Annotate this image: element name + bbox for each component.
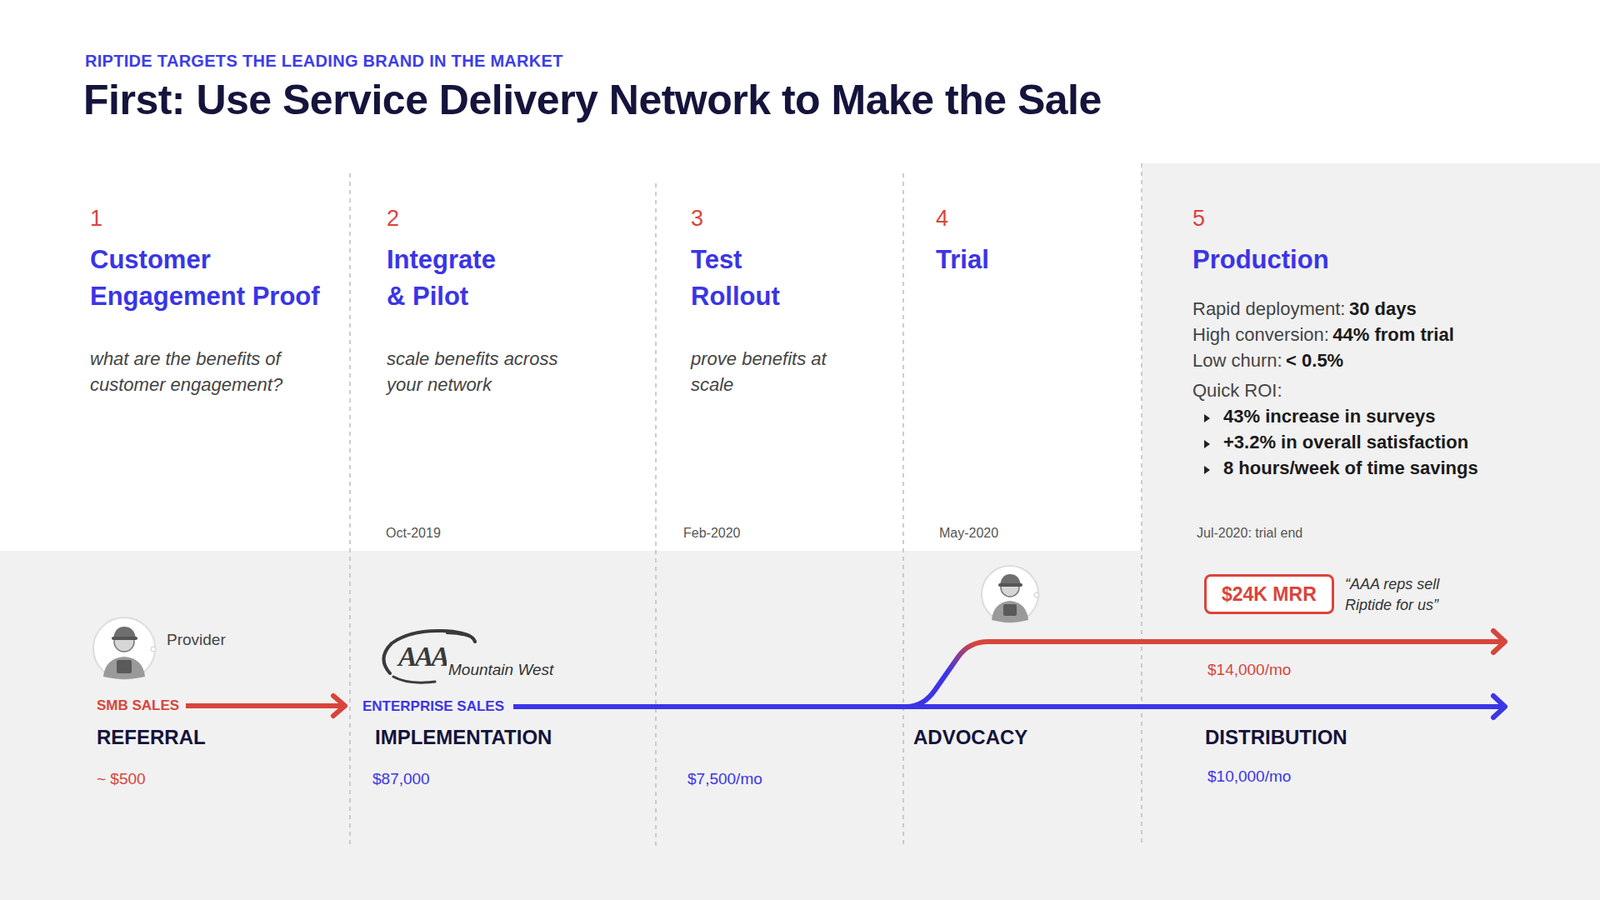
timeline-band <box>0 550 1142 900</box>
advocacy-arrow <box>906 630 1505 707</box>
phase-label: REFERRAL <box>96 725 206 750</box>
text-row: Customer Engagement Proof <box>90 241 345 315</box>
revenue-value: $7,500/mo <box>687 770 763 790</box>
step-heading: Integrate & Pilot <box>386 241 512 315</box>
date-label: Feb-2020 <box>683 525 741 541</box>
text-row: 3 <box>690 205 891 232</box>
text-row: Quick ROI: <box>1192 377 1593 404</box>
text-row: 8 hours/week of time savings <box>1192 455 1593 481</box>
step-number: 5 <box>1192 205 1205 231</box>
bullet-marker <box>1204 440 1210 449</box>
channel-label: ENTERPRISE SALES <box>362 698 507 715</box>
step-text: Quick ROI: <box>1192 380 1283 401</box>
stage-column: 5ProductionRapid deployment: 30 daysHigh… <box>1192 205 1593 481</box>
mrr-value: $24K MRR <box>1221 582 1317 606</box>
production-panel <box>1141 163 1600 900</box>
text-row: Trial <box>935 241 1128 279</box>
stage-column: 3Test Rollout prove benefits at scale <box>690 205 891 398</box>
step-text: +3.2% in overall satisfaction <box>1223 431 1469 453</box>
step-heading: Customer Engagement Proof <box>90 241 340 315</box>
text-row: scale benefits across your network <box>386 345 637 398</box>
phase-label: DISTRIBUTION <box>1205 725 1348 750</box>
text-row: Test Rollout <box>690 241 891 315</box>
logo-subtitle: Mountain West <box>446 660 555 680</box>
text-row: prove benefits at scale <box>690 345 891 398</box>
step-text: 44% from trial <box>1332 324 1455 345</box>
text-row: 43% increase in surveys <box>1192 403 1593 430</box>
phase-label: ADVOCACY <box>913 725 1028 750</box>
text-row: 4 <box>935 205 1128 232</box>
text-row: +3.2% in overall satisfaction <box>1192 429 1593 455</box>
text-row: Low churn: < 0.5% <box>1192 347 1593 374</box>
text-row: Integrate & Pilot <box>386 241 637 315</box>
step-text: High conversion: <box>1192 324 1330 345</box>
diagram-title: First: Use Service Delivery Network to M… <box>83 75 1102 125</box>
text-row: 2 <box>386 205 637 232</box>
step-number: 3 <box>690 205 704 231</box>
step-text: prove benefits at scale <box>690 345 829 398</box>
step-text: 8 hours/week of time savings <box>1223 457 1479 479</box>
step-text: < 0.5% <box>1285 350 1344 371</box>
stage-column: 1Customer Engagement Proof what are the b… <box>90 205 345 398</box>
step-number: 2 <box>386 205 400 231</box>
revenue-value: $87,000 <box>372 770 430 790</box>
step-text: what are the benefits of customer engage… <box>90 345 309 398</box>
stage-column: 2Integrate & Pilot scale benefits across … <box>386 205 637 398</box>
text-row: 5 <box>1192 205 1593 232</box>
text-row: Rapid deployment: 30 days <box>1192 295 1593 322</box>
bullet-marker <box>1204 465 1210 475</box>
step-number: 4 <box>935 205 949 231</box>
step-heading: Test Rollout <box>690 241 801 315</box>
mrr-box: $24K MRR <box>1204 574 1335 615</box>
step-text: Rapid deployment: <box>1192 298 1345 320</box>
step-number: 1 <box>90 205 103 231</box>
text-row: Production <box>1192 241 1593 279</box>
revenue-value: $14,000/mo <box>1207 660 1291 680</box>
enterprise-arrow <box>513 695 1505 718</box>
advocate-avatar <box>981 565 1040 623</box>
revenue-value: ~ $500 <box>96 770 146 790</box>
smb-arrow <box>185 695 345 716</box>
logo-text: AAA <box>398 640 448 675</box>
text-row: 1 <box>90 205 345 232</box>
bullet-marker <box>1204 414 1210 423</box>
text-row: High conversion: 44% from trial <box>1192 321 1593 348</box>
column-dividers <box>350 163 1142 847</box>
role-label: Provider <box>166 630 226 650</box>
step-text: 30 days <box>1349 298 1417 320</box>
date-label: Oct-2019 <box>385 525 441 541</box>
text-row: what are the benefits of customer engage… <box>90 345 345 398</box>
step-text: 43% increase in surveys <box>1223 405 1435 427</box>
step-text: Low churn: <box>1192 350 1283 371</box>
step-heading: Production <box>1192 245 1330 275</box>
channel-label: SMB SALES <box>96 697 182 715</box>
provider-avatar <box>93 617 156 680</box>
date-label: May-2020 <box>939 525 999 541</box>
stage-column: 4Trial <box>935 205 1128 279</box>
revenue-value: $10,000/mo <box>1207 767 1291 787</box>
step-text: scale benefits across your network <box>386 345 572 398</box>
date-label: Jul-2020: trial end <box>1196 525 1303 541</box>
phase-label: IMPLEMENTATION <box>375 725 552 750</box>
kicker-heading: RIPTIDE TARGETS THE LEADING BRAND IN THE… <box>85 50 564 71</box>
step-heading: Trial <box>935 245 990 275</box>
customer-quote: “AAA reps sell Riptide for us” <box>1345 574 1470 616</box>
